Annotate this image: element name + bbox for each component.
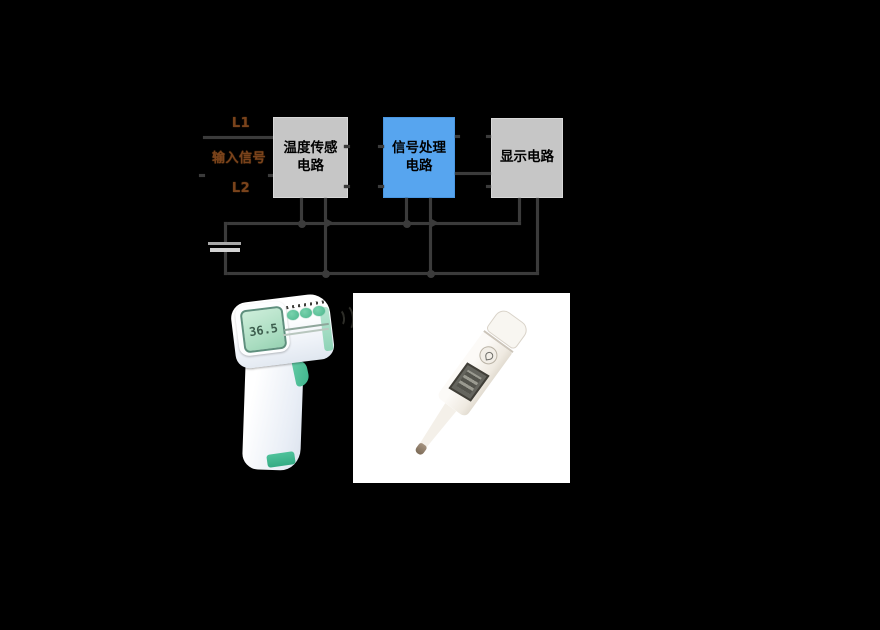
junction-dot [403, 220, 411, 228]
arrow-right-icon [430, 218, 439, 228]
stub [486, 135, 491, 138]
label-l2: L2 [231, 181, 251, 196]
stub [378, 145, 384, 148]
box-signal-processing-circuit: 信号处理 电路 [383, 117, 455, 198]
lcd-digit-segments [456, 369, 482, 395]
input-line [203, 136, 273, 139]
stub [378, 185, 384, 188]
stub [344, 185, 350, 188]
box-label-line2: 电路 [405, 157, 433, 174]
box-label-line2: 电路 [297, 157, 324, 174]
junction-dot [322, 270, 330, 278]
wire-v [405, 198, 408, 225]
arrow-right-icon [325, 218, 334, 228]
box-label-line1: 温度传感 [283, 139, 338, 156]
battery-lead-bottom [224, 252, 227, 275]
box-temperature-sensor-circuit: 温度传感 电路 [273, 117, 348, 198]
box-label-line1: 信号处理 [392, 139, 446, 156]
battery-lead-top [224, 222, 227, 242]
ir-thermometer-photo: 36.5 [228, 290, 368, 482]
wire-v [429, 198, 432, 275]
bus-top [224, 222, 521, 225]
box1-left-stub [268, 174, 273, 177]
battery-plate-short-icon [210, 248, 240, 252]
box-label-line1: 显示电路 [500, 149, 554, 166]
wire-v [300, 198, 303, 225]
stub [486, 185, 491, 188]
bus-bottom [224, 272, 539, 275]
wire-v [536, 198, 539, 275]
wire-v [518, 198, 521, 225]
l2-line-stub [199, 174, 205, 177]
stick-thermometer [399, 306, 532, 469]
label-l1: L1 [231, 116, 251, 131]
gun-lcd-screen: 36.5 [239, 305, 288, 354]
label-input-signal: 输入信号 [211, 151, 266, 166]
stub [455, 135, 460, 138]
junction-dot [427, 270, 435, 278]
water-drop-icon [484, 351, 494, 361]
gun-temperature-readout: 36.5 [248, 320, 279, 339]
junction-dot [298, 220, 306, 228]
stick-thermometer-photo [353, 293, 570, 483]
wire-v [324, 198, 327, 275]
box-display-circuit: 显示电路 [491, 118, 563, 198]
battery-plate-long-icon [208, 242, 241, 245]
wire-signal-to-display [455, 172, 491, 175]
stub [344, 145, 350, 148]
